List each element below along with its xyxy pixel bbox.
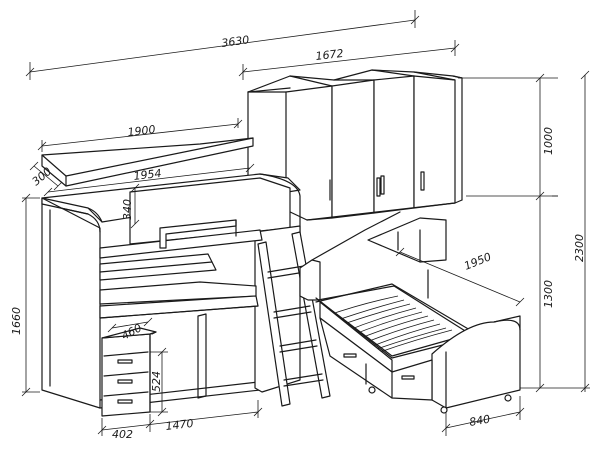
wardrobe-width-label: 1672 (315, 47, 344, 63)
bottom-length-dimensions: 402 1470 (97, 400, 263, 441)
bed-width-label: 840 (468, 413, 491, 429)
overall-length-label: 3630 (221, 33, 250, 50)
drawer-height-label: 524 (150, 371, 163, 392)
bed-base-height-label: 1300 (542, 280, 555, 308)
bed-width-dimension: 840 (441, 396, 525, 436)
drawer-height-dimension: 524 (150, 347, 168, 417)
loft-desk-unit (41, 173, 301, 409)
loft-height-label: 1660 (10, 307, 23, 335)
upper-shelf (41, 137, 254, 187)
wardrobe-upper-height-label: 1000 (542, 127, 555, 155)
desk-length-label: 1470 (165, 417, 194, 433)
drawer-pedestal (101, 327, 157, 417)
desk-top-length-label: 1954 (133, 167, 162, 183)
upper-height-dimension: 340 (121, 183, 140, 229)
upper-height-label: 340 (121, 199, 134, 220)
loft-height-dimension: 1660 (10, 193, 40, 397)
wardrobe-upper-cabinets (247, 69, 463, 221)
bed (299, 211, 521, 414)
drawer-width-label: 402 (112, 428, 133, 441)
shelf-length-label: 1900 (127, 123, 156, 139)
desk-top-length-dimension: 1954 (43, 163, 255, 197)
bed-length-label: 1950 (462, 250, 493, 273)
right-height-dimensions: 1000 1300 2300 (458, 70, 590, 393)
overall-length-dimension: 3630 (25, 10, 420, 80)
wardrobe-width-dimension: 1672 (238, 40, 460, 80)
shelf-length-dimension: 1900 (37, 118, 243, 152)
total-height-label: 2300 (573, 234, 586, 262)
